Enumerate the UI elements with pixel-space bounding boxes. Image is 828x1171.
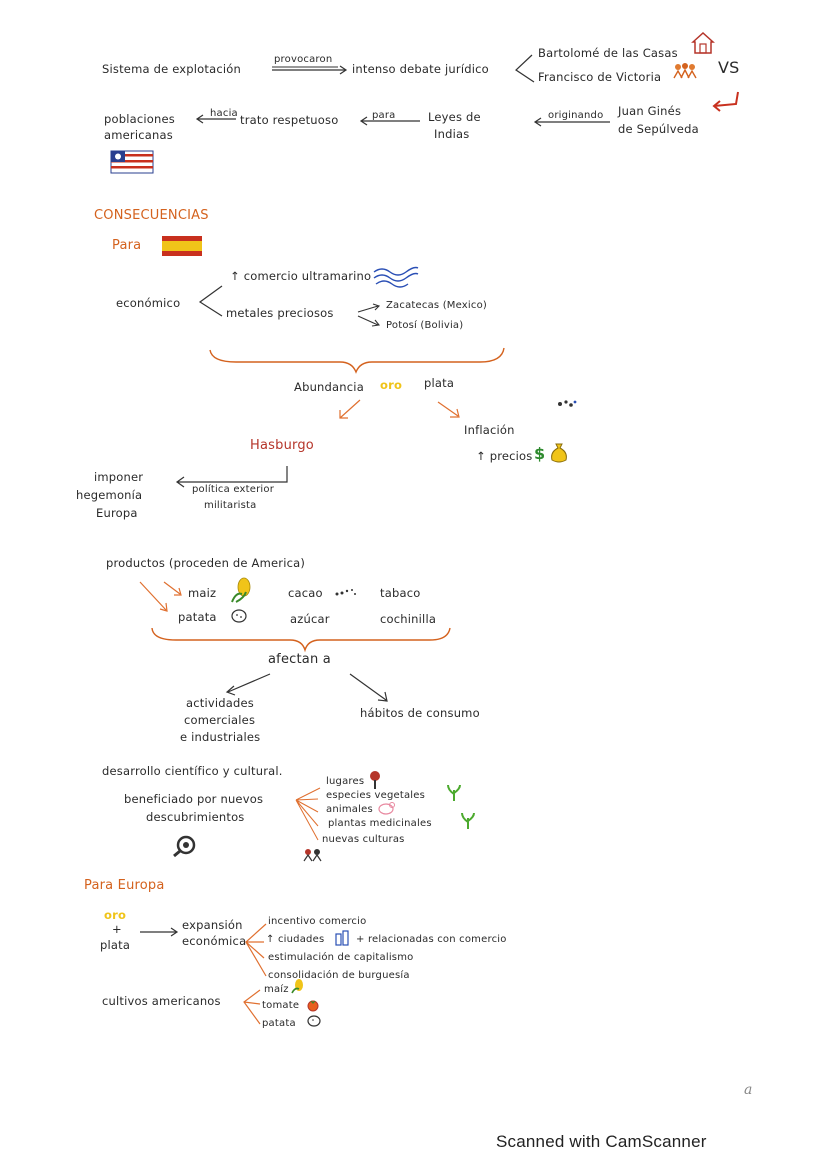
desarrollo-heading: desarrollo científico y cultural.: [102, 764, 283, 778]
abundancia-label: Abundancia: [294, 380, 364, 394]
corn-icon: [231, 577, 251, 603]
especies-text: especies vegetales: [326, 790, 426, 801]
para-espana-label: Para: [112, 238, 142, 253]
lugares-text: lugares: [326, 776, 365, 787]
camscanner-footer: Scanned with CamScanner: [496, 1132, 707, 1151]
economico-label: económico: [116, 296, 181, 310]
spain-flag-icon: [162, 236, 202, 256]
oro-label: oro: [380, 378, 403, 392]
potosi-text: Potosí (Bolivia): [386, 320, 464, 331]
metales-preciosos-text: metales preciosos: [226, 306, 334, 320]
money-bag-icon: [551, 443, 567, 463]
dollar-icon: $: [534, 444, 546, 463]
house-icon: [691, 31, 715, 54]
incentivo-text: incentivo comercio: [268, 916, 367, 927]
corn-small-icon: [291, 979, 303, 994]
europa-plata-label: plata: [100, 938, 131, 952]
expansion-line2: económica: [182, 934, 247, 948]
plant-icon: [447, 784, 461, 801]
europa-plus: +: [112, 922, 122, 936]
plata-label: plata: [424, 376, 455, 390]
productos-heading: productos (proceden de America): [106, 556, 306, 570]
francisco-text: Francisco de Victoria: [538, 70, 662, 84]
cochinilla-text: cochinilla: [380, 612, 437, 626]
relacionadas-text: + relacionadas con comercio: [356, 934, 507, 945]
tabaco-text: tabaco: [380, 586, 421, 600]
actividades-line3: e industriales: [180, 730, 261, 744]
location-pin-icon: [370, 771, 380, 789]
poblaciones-text: poblaciones: [104, 112, 175, 126]
leyes-indias-line2: Indias: [434, 127, 470, 141]
plantas-text: plantas medicinales: [328, 818, 432, 829]
consecuencias-heading: CONSECUENCIAS: [94, 208, 209, 223]
juan-gines-line2: de Sepúlveda: [618, 122, 699, 136]
europa-oro-label: oro: [104, 908, 127, 922]
potato-icon: [231, 609, 247, 623]
corner-mark: a: [744, 1082, 753, 1098]
beneficiado-line1: beneficiado por nuevos: [124, 792, 264, 806]
afectan-text: afectan a: [268, 652, 331, 667]
animal-icon: [378, 802, 395, 815]
group-people-icon: [673, 63, 697, 79]
maiz-text: maiz: [188, 586, 217, 600]
para-label: para: [372, 110, 396, 121]
expansion-line1: expansión: [182, 918, 243, 932]
people-icon: [303, 849, 322, 862]
zacatecas-text: Zacatecas (Mexico): [386, 300, 488, 311]
potato-small-icon: [307, 1015, 321, 1027]
sistema-explotacion-text: Sistema de explotación: [102, 62, 242, 76]
actividades-line1: actividades: [186, 696, 254, 710]
habitos-text: hábitos de consumo: [360, 706, 480, 720]
bartolome-text: Bartolomé de las Casas: [538, 46, 678, 60]
imponer-line1: imponer: [94, 470, 144, 484]
medicinal-plant-icon: [461, 812, 475, 829]
hacia-label: hacia: [210, 108, 238, 119]
precios-text: ↑ precios: [476, 449, 533, 463]
americanas-text: americanas: [104, 128, 173, 142]
magnifier-icon: [173, 835, 196, 858]
patata-text: patata: [178, 610, 217, 624]
cultivos-americanos-text: cultivos americanos: [102, 994, 221, 1008]
trato-respetuoso-text: trato respetuoso: [240, 113, 339, 127]
consolidacion-text: consolidación de burguesía: [268, 970, 410, 981]
waves-icon: [373, 266, 419, 288]
cultivo-tomate-text: tomate: [262, 1000, 300, 1011]
actividades-line2: comerciales: [184, 713, 256, 727]
estimulacion-text: estimulación de capitalismo: [268, 952, 414, 963]
comercio-ultramarino-text: ↑ comercio ultramarino: [230, 269, 372, 283]
originando-label: originando: [548, 110, 604, 121]
hasburgo-text: Hasburgo: [250, 438, 314, 453]
azucar-text: azúcar: [290, 612, 330, 626]
cacao-dots-icon: [335, 589, 356, 596]
vs-text: VS: [718, 58, 740, 77]
buildings-icon: [335, 930, 349, 946]
american-flag-icon: [110, 150, 154, 174]
beneficiado-line2: descubrimientos: [146, 810, 245, 824]
intenso-debate-text: intenso debate jurídico: [352, 62, 489, 76]
juan-gines-line1: Juan Ginés: [618, 104, 682, 118]
inflacion-text: Inflación: [464, 423, 515, 437]
cultivo-maiz-text: maíz: [264, 984, 289, 995]
imponer-line2: hegemonía: [76, 488, 143, 502]
leyes-indias-line1: Leyes de: [428, 110, 481, 124]
tomato-icon: [307, 1000, 319, 1012]
para-europa-heading: Para Europa: [84, 878, 165, 893]
imponer-line3: Europa: [96, 506, 138, 520]
politica-line2: militarista: [204, 500, 257, 511]
provocaron-label: provocaron: [274, 54, 333, 65]
politica-line1: política exterior: [192, 484, 275, 495]
culturas-text: nuevas culturas: [322, 834, 405, 845]
animales-text: animales: [326, 804, 373, 815]
ciudades-text: ↑ ciudades: [266, 934, 325, 945]
cacao-text: cacao: [288, 586, 323, 600]
coins-dots-icon: [558, 400, 577, 407]
cultivo-patata-text: patata: [262, 1018, 296, 1029]
